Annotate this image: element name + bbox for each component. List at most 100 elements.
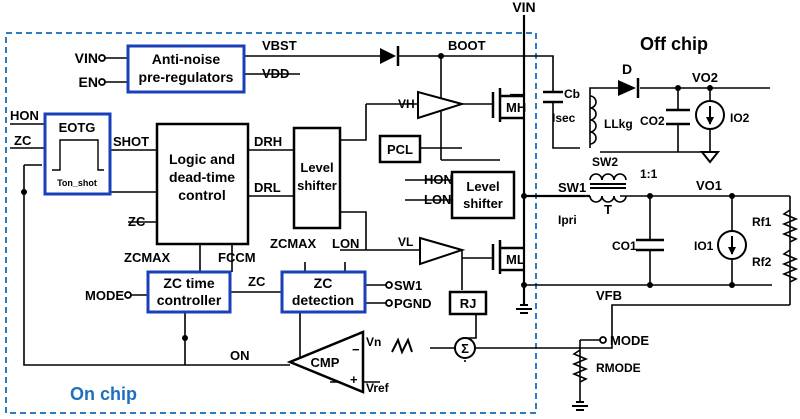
current-source-io2-icon [695, 100, 725, 130]
logic-line1: Logic and [169, 151, 235, 167]
zcmax2-label: ZCMAX [270, 236, 317, 251]
on-label: ON [230, 348, 250, 363]
vo2-label: VO2 [692, 70, 718, 85]
level2-line2: shifter [463, 196, 503, 211]
capacitor-cb-icon [543, 90, 563, 104]
zc-detection-block [280, 270, 367, 314]
sw1-out-label: SW1 [558, 180, 586, 195]
mosfet-mh-icon [491, 88, 524, 122]
co1-label: CO1 [612, 239, 637, 253]
rmode-label: RMODE [596, 361, 641, 375]
lon2-label: LON [332, 236, 359, 251]
logic-line2: dead-time [169, 169, 235, 185]
high-side-driver [417, 90, 466, 120]
cb-label: Cb [564, 87, 580, 101]
zc-link-label: ZC [248, 274, 266, 289]
vin-left-label: VIN [75, 50, 98, 66]
vdd-label: VDD [262, 66, 289, 81]
fccm-label: FCCM [218, 250, 256, 265]
ratio-label: 1:1 [640, 167, 658, 181]
zc-timer-line2: controller [157, 292, 222, 308]
level1-line1: Level [300, 160, 333, 175]
zc-mid-label: ZC [128, 214, 146, 229]
cmp-plus: + [350, 372, 358, 387]
shot-label: SHOT [113, 134, 149, 149]
rf2-label: Rf2 [752, 255, 772, 269]
zc-timer-line1: ZC time [163, 275, 215, 291]
inductor-icon [589, 95, 597, 145]
zc-input-label: ZC [14, 133, 32, 148]
logic-block [155, 122, 250, 246]
boot-diode-icon [380, 46, 400, 66]
vfb-label: VFB [596, 288, 622, 303]
port-circles [98, 54, 607, 344]
low-side-driver [419, 236, 466, 266]
boot-label: BOOT [448, 38, 486, 53]
logic-line3: control [178, 187, 225, 203]
zc-det-line1: ZC [314, 275, 333, 291]
mh-label: MH [506, 100, 526, 115]
vn-label: Vn [366, 335, 381, 349]
eotg-block [43, 112, 112, 196]
mosfet-ml-icon [491, 240, 524, 274]
pgnd-label: PGND [394, 296, 432, 311]
vo1-label: VO1 [696, 178, 722, 193]
capacitor-co1-icon [636, 238, 664, 252]
vin-top-label: VIN [512, 0, 535, 15]
isec-label: Isec [552, 111, 576, 125]
vbst-label: VBST [262, 38, 297, 53]
current-source-io1-icon [717, 230, 747, 260]
svg-text:Σ: Σ [461, 341, 469, 356]
eotg-label: EOTG [59, 120, 96, 135]
t-label: T [604, 202, 612, 217]
on-chip-label: On chip [70, 384, 137, 404]
ml-label: ML [506, 252, 525, 267]
zc-det-line2: detection [292, 292, 354, 308]
zc-timer-block [146, 270, 232, 314]
ipri-label: Ipri [558, 213, 577, 227]
ramp-signal-icon [391, 337, 413, 355]
junction-dots [21, 53, 735, 341]
off-chip-label: Off chip [640, 34, 708, 54]
anti-noise-line1: Anti-noise [152, 51, 221, 67]
level2-line1: Level [466, 179, 499, 194]
sw2-label: SW2 [592, 155, 618, 169]
comparator [286, 330, 365, 394]
cmp-label: CMP [311, 355, 340, 370]
output-diode-icon [618, 78, 640, 98]
drh-label: DRH [254, 134, 282, 149]
pcl-label: PCL [387, 142, 413, 157]
lon-ls-label: LON [424, 192, 451, 207]
en-label: EN [79, 74, 98, 90]
ground-icon [516, 151, 721, 411]
vref-label: Vref [366, 381, 390, 395]
d-label: D [622, 61, 632, 77]
mode-right-label: MODE [610, 333, 649, 348]
zcmax-label: ZCMAX [124, 250, 171, 265]
co2-label: CO2 [640, 114, 665, 128]
level1-line2: shifter [297, 178, 337, 193]
resistor-rf-icon [781, 209, 799, 283]
vh-label: VH [398, 97, 415, 111]
llkg-label: LLkg [604, 117, 633, 131]
level-shifter-2 [450, 170, 516, 220]
resistor-rmode-icon [571, 349, 589, 383]
cmp-minus: − [352, 342, 360, 357]
hon-ls-label: HON [424, 172, 453, 187]
pcl-block [378, 134, 422, 164]
mode-left-label: MODE [85, 288, 124, 303]
io1-label: IO1 [694, 239, 714, 253]
level-shifter-1 [292, 126, 342, 230]
rj-label: RJ [460, 296, 477, 311]
capacitor-co2-icon [666, 108, 690, 126]
drl-label: DRL [254, 180, 281, 195]
sw1-in-label: SW1 [394, 278, 422, 293]
ton-shot-label: Ton_shot [57, 178, 97, 188]
vl-label: VL [398, 235, 413, 249]
on-chip-boundary [5, 32, 537, 414]
anti-noise-block [126, 44, 246, 94]
pulse-icon [52, 139, 104, 171]
transformer-icon [589, 173, 627, 203]
